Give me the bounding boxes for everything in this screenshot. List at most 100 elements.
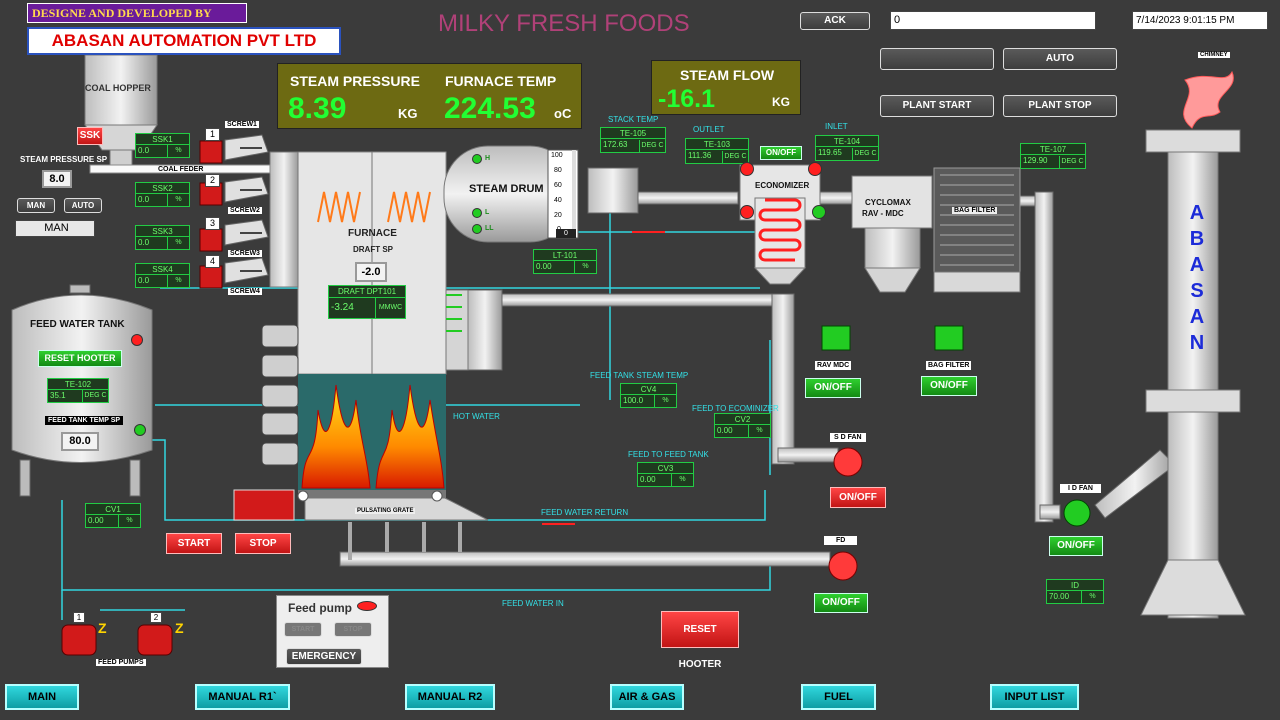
economizer-red-lamp-left bbox=[740, 162, 754, 176]
steam-flow-label: STEAM FLOW bbox=[680, 67, 775, 83]
alarm-count-field[interactable]: 0 bbox=[890, 11, 1096, 30]
economizer-label: ECONOMIZER bbox=[755, 181, 810, 190]
rav-mdc-label: RAV MDC bbox=[815, 361, 852, 370]
steam-flow-value: -16.1 bbox=[658, 85, 715, 113]
scale-tick: 40 bbox=[554, 197, 562, 204]
id-fan-label: I D FAN bbox=[1060, 484, 1101, 493]
feed-pump-alarm-lamp bbox=[357, 601, 377, 611]
drum-level-high-lamp bbox=[472, 154, 482, 164]
reset-hooter-button[interactable]: RESET HOOTER bbox=[661, 611, 739, 670]
feed-water-in-label: FEED WATER IN bbox=[502, 599, 564, 608]
steam-flow-unit: KG bbox=[772, 95, 790, 109]
pump-1-number: 1 bbox=[73, 612, 85, 623]
furnace-temp-unit: oC bbox=[554, 106, 572, 121]
blank-button[interactable] bbox=[880, 48, 994, 70]
furnace-temp-label: FURNACE TEMP bbox=[445, 73, 557, 89]
screw-label: SCREW1 bbox=[225, 121, 259, 128]
bag-filter-label: BAG FILTER bbox=[952, 207, 998, 214]
feed-pump-start-button[interactable]: START bbox=[284, 622, 322, 637]
nav-main[interactable]: MAIN bbox=[5, 684, 79, 710]
hot-water-label: HOT WATER bbox=[453, 412, 500, 421]
screw-number: 2 bbox=[205, 174, 220, 187]
nav-manual-r2[interactable]: MANUAL R2 bbox=[405, 684, 495, 710]
chimney-letter: A bbox=[1189, 306, 1205, 328]
grate-stop-button[interactable]: STOP bbox=[235, 533, 291, 554]
company-banner: ABASAN AUTOMATION PVT LTD bbox=[27, 27, 341, 55]
drum-level-low-label: L bbox=[485, 209, 490, 216]
feed-pumps-label: FEED PUMPS bbox=[96, 659, 146, 666]
drum-level-scale: 100 80 60 40 20 0 bbox=[550, 150, 570, 238]
screw-number: 4 bbox=[205, 255, 220, 268]
scale-tick: 100 bbox=[551, 152, 563, 159]
furnace-temp-value: 224.53 bbox=[444, 92, 536, 125]
steam-pressure-unit: KG bbox=[398, 106, 418, 121]
stack-temp-label: STACK TEMP bbox=[608, 115, 659, 124]
pump-2-number: 2 bbox=[150, 612, 162, 623]
plant-start-button[interactable]: PLANT START bbox=[880, 95, 994, 117]
steam-sp-input[interactable]: 8.0 bbox=[42, 170, 72, 188]
economizer-red-lamp-right bbox=[808, 162, 822, 176]
bag-filter-onoff-button[interactable]: ON/OFF bbox=[921, 376, 977, 396]
ssk-button[interactable]: SSK bbox=[77, 127, 103, 145]
draft-sp-input[interactable]: -2.0 bbox=[355, 262, 387, 282]
steam-pressure-label: STEAM PRESSURE bbox=[290, 73, 420, 89]
economizer-red-lamp-bottom bbox=[740, 205, 754, 219]
tank-green-lamp bbox=[134, 424, 146, 436]
chimney-brand: A B A S A N bbox=[1186, 200, 1208, 356]
chimney-letter: A bbox=[1189, 254, 1205, 276]
emergency-button[interactable]: EMERGENCY bbox=[286, 648, 362, 665]
man-button[interactable]: MAN bbox=[17, 198, 55, 213]
auto-button[interactable]: AUTO bbox=[1003, 48, 1117, 70]
scale-tick: 20 bbox=[554, 212, 562, 219]
id-fan-onoff-button[interactable]: ON/OFF bbox=[1049, 536, 1103, 556]
nav-fuel[interactable]: FUEL bbox=[801, 684, 876, 710]
drum-level-high-label: H bbox=[485, 155, 491, 162]
tank-sp-label: FEED TANK TEMP SP bbox=[45, 416, 124, 425]
economizer-onoff-button[interactable]: ON/OFF bbox=[760, 146, 802, 160]
fd-onoff-button[interactable]: ON/OFF bbox=[814, 593, 868, 613]
reset-hooter-small-button[interactable]: RESET HOOTER bbox=[38, 350, 122, 367]
fd-label: FD bbox=[824, 536, 858, 545]
nav-manual-r1[interactable]: MANUAL R1` bbox=[195, 684, 290, 710]
nav-air-gas[interactable]: AIR & GAS bbox=[610, 684, 684, 710]
scale-tick: 80 bbox=[554, 167, 562, 174]
cv3-label: FEED TO FEED TANK bbox=[628, 450, 709, 459]
credit-banner: DESIGNE AND DEVELOPED BY bbox=[27, 3, 247, 23]
chimney-letter: S bbox=[1190, 280, 1204, 302]
nav-input-list[interactable]: INPUT LIST bbox=[990, 684, 1079, 710]
grate-label: PULSATING GRATE bbox=[355, 508, 416, 514]
rav-onoff-button[interactable]: ON/OFF bbox=[805, 378, 861, 398]
steam-sp-label: STEAM PRESSURE SP bbox=[20, 155, 108, 164]
feed-water-return-label: FEED WATER RETURN bbox=[541, 508, 629, 517]
ack-button[interactable]: ACK bbox=[800, 12, 870, 30]
pump-2-motor-icon: Z bbox=[175, 620, 184, 636]
auto-mode-button[interactable]: AUTO bbox=[64, 198, 102, 213]
steam-drum-label: STEAM DRUM bbox=[469, 183, 544, 195]
plant-stop-button[interactable]: PLANT STOP bbox=[1003, 95, 1117, 117]
feed-pump-panel: Feed pump START STOP EMERGENCY bbox=[276, 595, 389, 668]
pump-1-motor-icon: Z bbox=[98, 620, 107, 636]
cv4-label: FEED TANK STEAM TEMP bbox=[590, 371, 689, 380]
draft-sp-label: DRAFT SP bbox=[353, 245, 393, 254]
tank-sp-input[interactable]: 80.0 bbox=[61, 432, 99, 451]
screw-label: SCREW3 bbox=[228, 250, 262, 257]
sd-fan-onoff-button[interactable]: ON/OFF bbox=[830, 487, 886, 508]
grate-start-button[interactable]: START bbox=[166, 533, 222, 554]
drum-level-low-lamp bbox=[472, 208, 482, 218]
drum-level-lowlow-lamp bbox=[472, 224, 482, 234]
feed-pump-stop-button[interactable]: STOP bbox=[334, 622, 372, 637]
